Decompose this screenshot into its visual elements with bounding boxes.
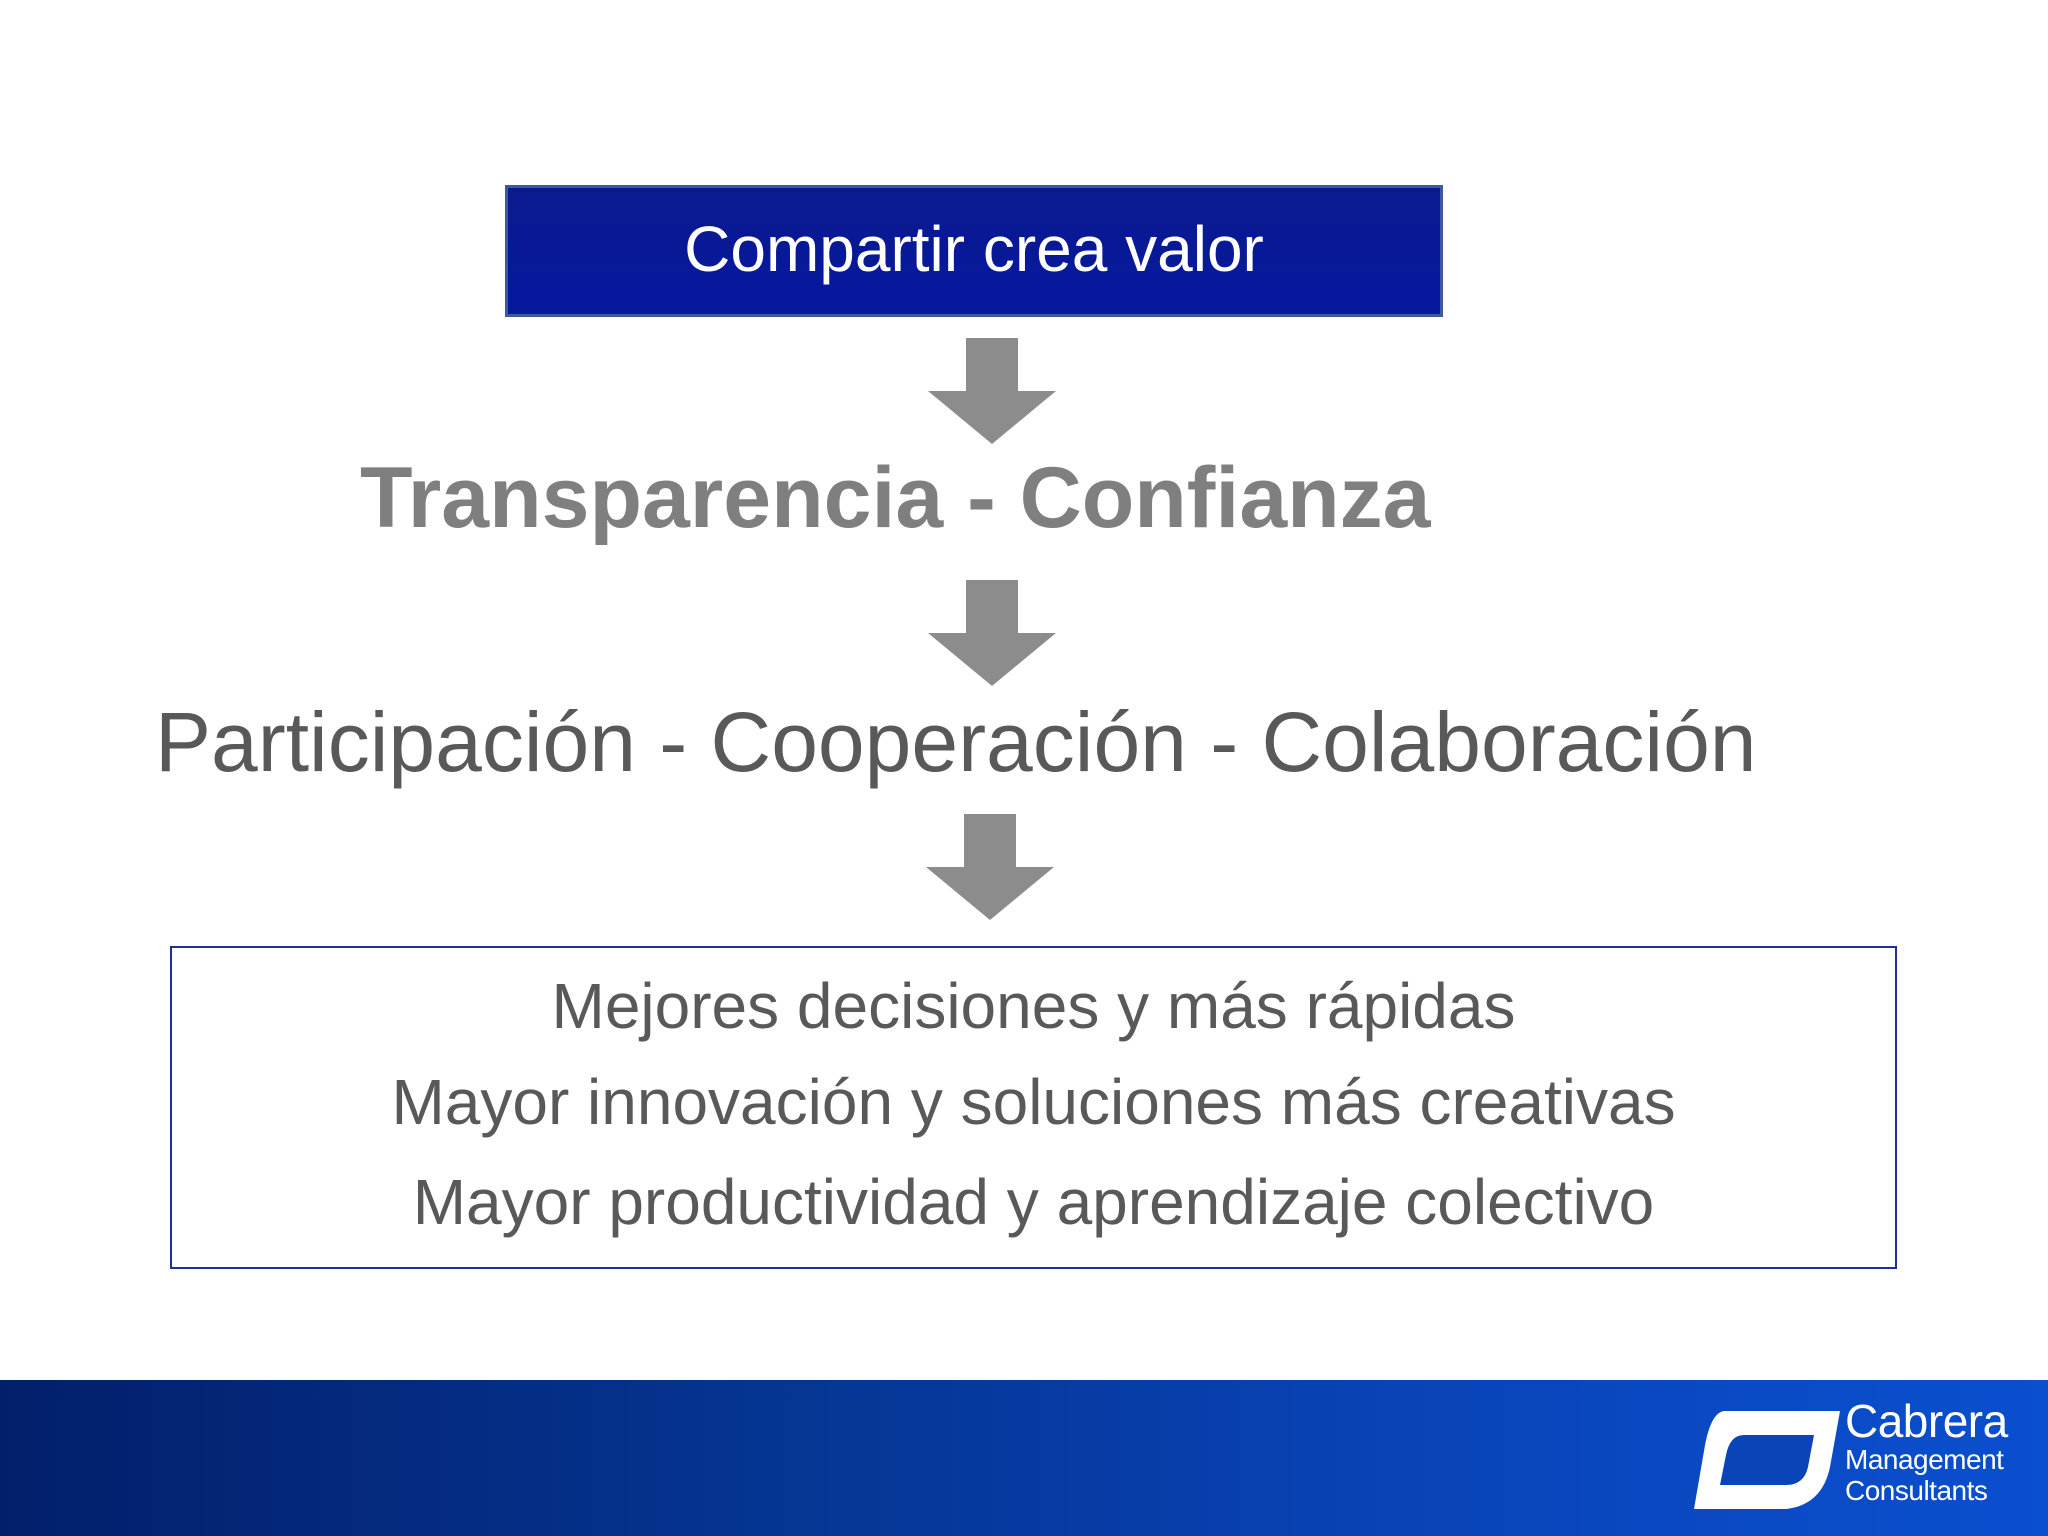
- down-arrow-icon: [926, 814, 1054, 920]
- logo-subtitle-1: Management: [1845, 1444, 2004, 1475]
- cabrera-logo-icon: [1690, 1405, 1846, 1513]
- top-box-label: Compartir crea valor: [684, 213, 1264, 285]
- result-item: Mayor innovación y soluciones más creati…: [391, 1066, 1676, 1138]
- participation-heading: Participación - Cooperación - Colaboraci…: [155, 695, 1757, 789]
- down-arrow-icon: [928, 338, 1056, 444]
- logo-subtitle-2: Consultants: [1845, 1475, 1988, 1506]
- result-item: Mayor productividad y aprendizaje colect…: [412, 1166, 1655, 1238]
- top-box: Compartir crea valor: [505, 185, 1443, 317]
- result-item: Mejores decisiones y más rápidas: [551, 970, 1516, 1042]
- results-box: Mejores decisiones y más rápidas Mayor i…: [170, 946, 1897, 1269]
- transparency-trust-heading: Transparencia - Confianza: [360, 450, 1431, 546]
- company-logo-text: Cabrera Management Consultants: [1845, 1398, 2008, 1506]
- down-arrow-icon: [928, 580, 1056, 686]
- logo-name: Cabrera: [1845, 1395, 2008, 1447]
